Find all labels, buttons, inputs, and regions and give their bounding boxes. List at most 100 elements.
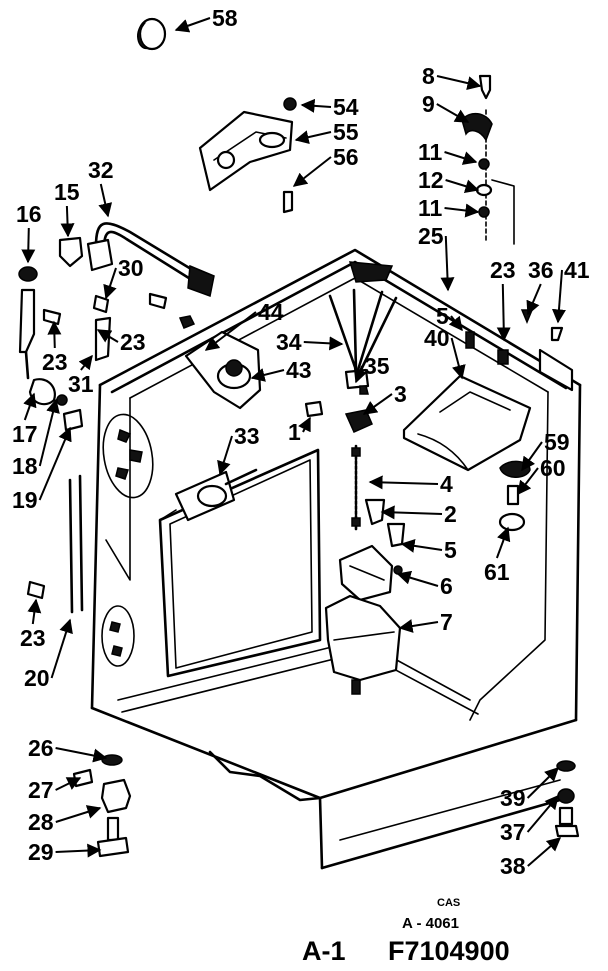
reference-code-small: CAS — [437, 897, 460, 909]
callout-label: 54 — [333, 94, 359, 120]
callout-label: 25 — [418, 223, 444, 249]
callout-17: 17 — [12, 392, 38, 447]
callout-label: 3 — [394, 381, 407, 407]
callout-11b: 11 — [418, 195, 480, 221]
callout-leader — [303, 336, 344, 351]
callout-35: 35 — [353, 353, 390, 384]
callout-55: 55 — [294, 119, 359, 145]
cabinet-drawing — [68, 109, 582, 870]
part-54-56-bracket — [198, 97, 297, 214]
callout-43: 43 — [250, 357, 312, 383]
callout-label: 30 — [118, 255, 144, 281]
callout-leader — [551, 269, 566, 324]
callout-leader — [368, 475, 439, 490]
callout-label: 12 — [418, 167, 444, 193]
callout-9: 9 — [422, 91, 470, 123]
part-7-motor-cover — [324, 594, 402, 695]
callout-label: 16 — [16, 201, 42, 227]
callout-leader — [174, 17, 211, 33]
callout-leader — [55, 805, 102, 823]
callout-label: 33 — [234, 423, 260, 449]
callout-34: 34 — [276, 329, 344, 355]
callout-label: 5 — [444, 537, 457, 563]
callout-label: 23 — [490, 257, 516, 283]
callout-56: 56 — [292, 144, 359, 187]
callout-leader — [55, 843, 102, 858]
parts-26-29-leveling-leg-left — [72, 754, 132, 858]
callout-label: 23 — [42, 349, 68, 375]
callout-30: 30 — [103, 255, 144, 300]
part-6-bracket — [338, 544, 394, 602]
callout-label: 23 — [20, 625, 46, 651]
callout-54: 54 — [300, 94, 359, 120]
callout-5b: 5 — [400, 537, 457, 563]
part-58-plug — [137, 17, 167, 51]
callout-label: 11 — [418, 195, 443, 221]
callout-leader — [27, 598, 42, 625]
callout-23d: 23 — [20, 598, 46, 651]
callout-31: 31 — [68, 354, 94, 397]
callout-leader — [204, 311, 257, 351]
callout-label: 55 — [333, 119, 359, 145]
parts-15-17-valve-left — [18, 236, 84, 432]
callout-leader — [353, 365, 367, 384]
callout-25: 25 — [418, 223, 455, 292]
callout-leader — [444, 151, 478, 165]
callout-36: 36 — [526, 257, 554, 316]
part-33-valve — [159, 468, 258, 522]
callout-label: 29 — [28, 839, 54, 865]
callout-label: 40 — [424, 325, 450, 351]
callout-leader — [60, 205, 75, 238]
callout-29: 29 — [28, 839, 102, 865]
callout-label: 2 — [444, 501, 457, 527]
callout-leader — [526, 767, 559, 799]
callout-leader — [495, 526, 511, 559]
sheet-label: A-1 — [302, 936, 346, 966]
part-44-43-motor — [184, 330, 262, 410]
callout-leader — [96, 329, 119, 343]
callout-leader — [21, 227, 36, 264]
callout-label: 43 — [286, 357, 312, 383]
callout-leader — [292, 156, 332, 187]
callout-leader — [436, 103, 470, 123]
callout-leader — [436, 75, 482, 90]
callout-label: 27 — [28, 777, 54, 803]
callout-4: 4 — [368, 471, 453, 497]
callout-label: 32 — [88, 157, 114, 183]
callout-label: 8 — [422, 63, 435, 89]
callout-label: 19 — [12, 487, 38, 513]
callout-label: 37 — [500, 819, 526, 845]
callout-leader — [517, 467, 539, 496]
parts-37-39-leveling-leg-right — [554, 760, 580, 838]
callout-5a: 5 — [436, 303, 463, 332]
callout-26: 26 — [28, 735, 108, 763]
callout-16: 16 — [16, 201, 42, 264]
callout-leader — [55, 777, 82, 791]
parts-8-12-hinge — [461, 74, 493, 218]
callout-40: 40 — [424, 325, 466, 380]
callout-label: 7 — [440, 609, 453, 635]
reference-code-mid: A - 4061 — [402, 915, 459, 932]
callout-leader — [440, 235, 455, 292]
callout-20: 20 — [24, 618, 73, 691]
callout-leader — [50, 618, 73, 679]
callout-label: 59 — [544, 429, 570, 455]
callout-leader — [527, 837, 562, 867]
callout-leader — [400, 538, 443, 553]
callout-label: 61 — [484, 559, 510, 585]
callout-59: 59 — [521, 429, 570, 472]
callout-label: 31 — [68, 371, 94, 397]
callout-leader — [496, 283, 511, 342]
callout-60: 60 — [517, 455, 566, 496]
callout-label: 5 — [436, 303, 449, 329]
callout-38: 38 — [500, 837, 562, 879]
callout-label: 58 — [212, 5, 238, 31]
callout-leader — [55, 747, 108, 763]
callout-23c: 23 — [42, 320, 68, 375]
callout-3: 3 — [362, 381, 407, 415]
callout-label: 34 — [276, 329, 302, 355]
callout-label: 15 — [54, 179, 80, 205]
callout-label: 26 — [28, 735, 54, 761]
callout-leader — [38, 398, 60, 467]
callout-leader — [445, 179, 480, 193]
